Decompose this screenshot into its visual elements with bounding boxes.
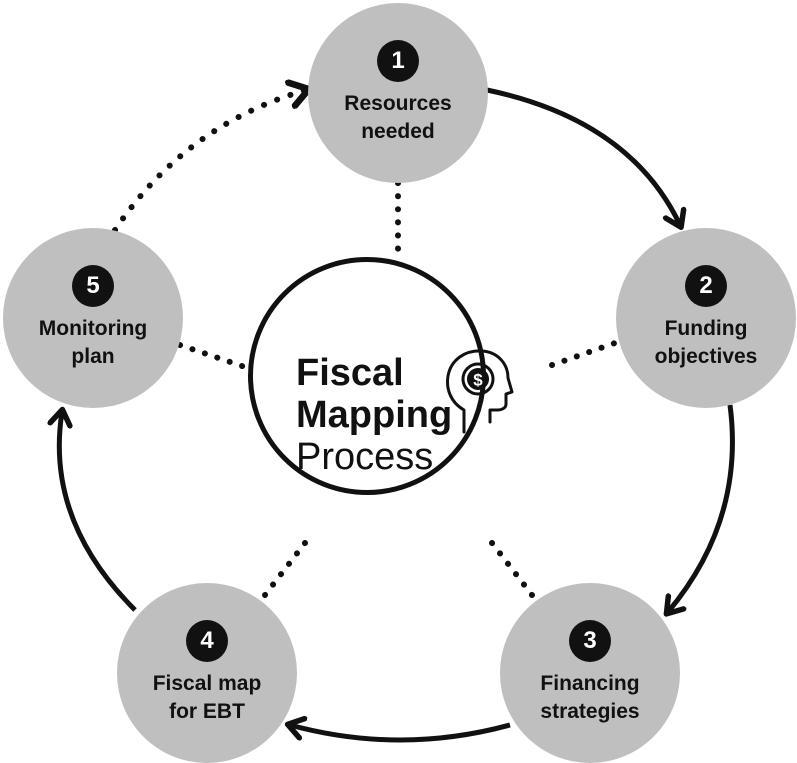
step-node-1: 1 Resources needed	[308, 3, 488, 183]
step-label: Financing strategies	[540, 672, 640, 723]
step-label: Funding objectives	[654, 317, 758, 368]
step-number-badge: 4	[186, 620, 228, 662]
step-node-3: 3 Financing strategies	[500, 583, 680, 763]
step-node-2: 2 Funding objectives	[616, 228, 796, 408]
svg-text:$: $	[473, 371, 483, 390]
spoke-step4	[262, 540, 308, 598]
arrow-step2-to-step3	[668, 404, 735, 612]
step-node-5: 5 Monitoring plan	[3, 228, 183, 408]
head-dollar-icon: $	[446, 349, 514, 434]
arrow-step4-to-step5	[59, 412, 137, 612]
title-line-fiscal: Fiscal	[296, 352, 404, 394]
spoke-step2	[549, 340, 618, 368]
dotted-arrow-step5-to-step1	[112, 90, 306, 233]
step-node-4: 4 Fiscal map for EBT	[117, 583, 297, 763]
step-label: Resources needed	[344, 92, 452, 143]
step-number-badge: 3	[569, 620, 611, 662]
step-label: Fiscal map for EBT	[152, 672, 262, 723]
spoke-step3	[489, 540, 535, 598]
step-label: Monitoring plan	[38, 317, 148, 368]
step-number-badge: 5	[72, 265, 114, 307]
arrow-step3-to-step4	[290, 725, 511, 743]
step-number-badge: 2	[685, 265, 727, 307]
center-circle	[248, 257, 486, 495]
center-title: Fiscal Mapping Process	[296, 352, 452, 478]
spoke-step5	[177, 342, 248, 370]
title-line-process: Process	[296, 436, 434, 478]
title-line-mapping: Mapping	[296, 394, 453, 436]
step-number-badge: 1	[377, 40, 419, 82]
arrow-step1-to-step2	[486, 87, 680, 225]
